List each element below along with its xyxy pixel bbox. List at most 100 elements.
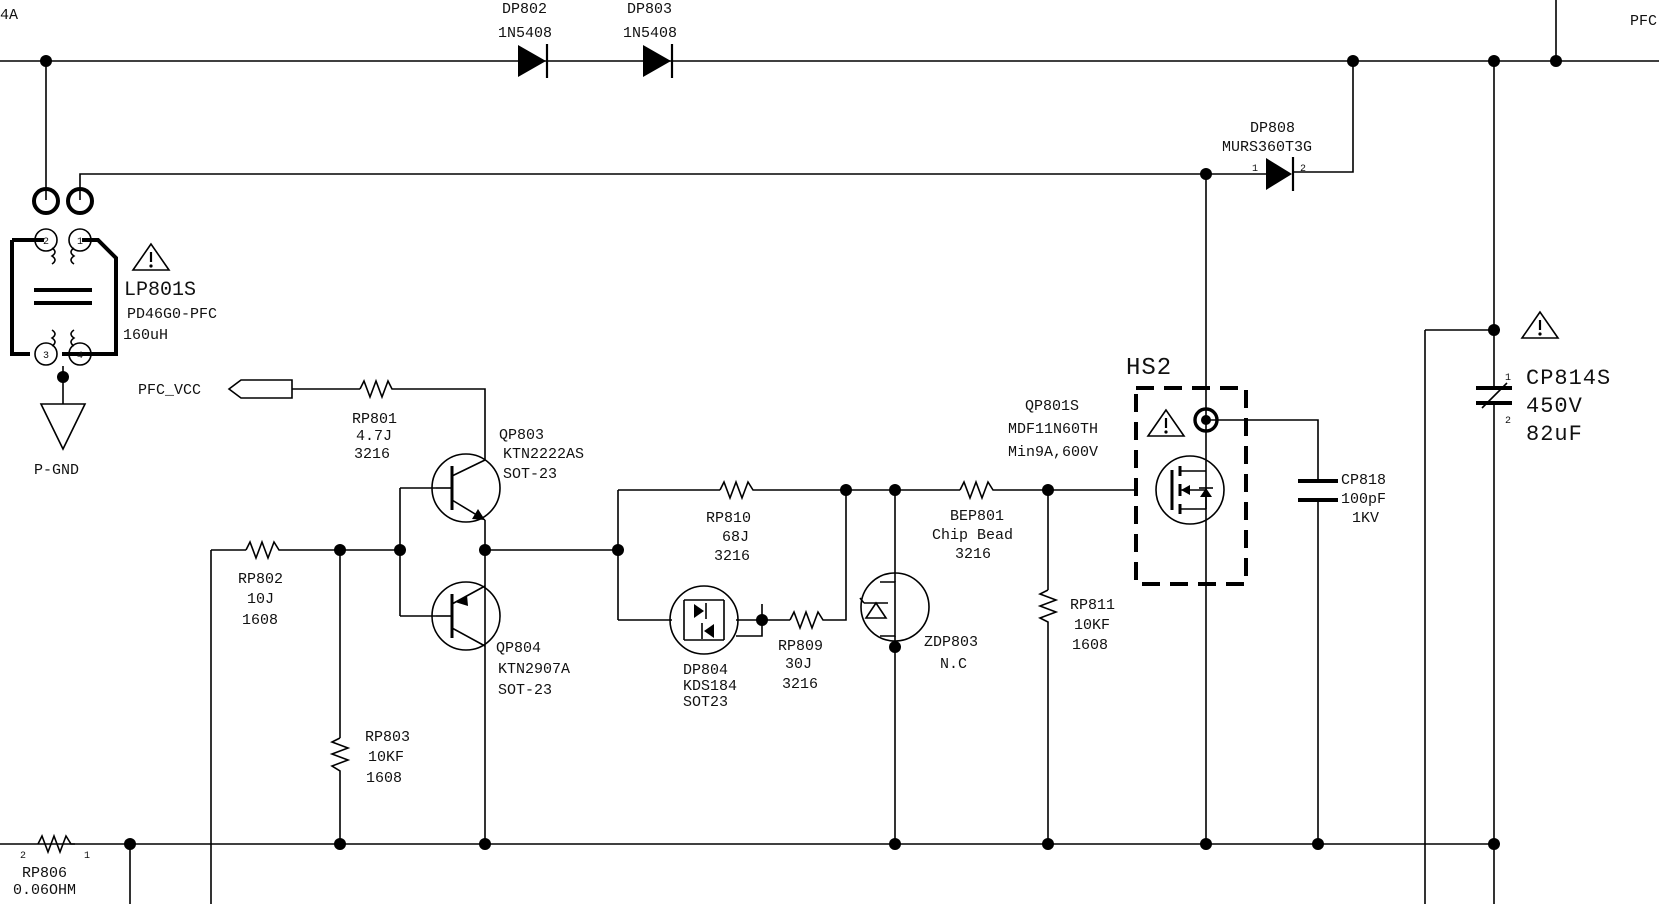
rp811-size: 1608: [1072, 637, 1108, 654]
dp804-diode-pair[interactable]: DP804 KDS184 SOT23: [669, 585, 739, 711]
dp808-pin1: 1: [1252, 164, 1258, 175]
dp808-part: MURS360T3G: [1222, 139, 1312, 156]
zdp803-zener[interactable]: ZDP803 N.C: [859, 572, 978, 673]
rp803-size: 1608: [366, 770, 402, 787]
resistor-icon: [789, 609, 827, 631]
rp803-value: 10KF: [368, 749, 404, 766]
rp803-ref: RP803: [365, 729, 410, 746]
rp802-ref: RP802: [238, 571, 283, 588]
rp809-size: 3216: [782, 676, 818, 693]
rp810-value: 68J: [722, 529, 749, 546]
junction-dots: [40, 55, 1562, 850]
lp801s-ref: LP801S: [124, 279, 196, 302]
rp801-ref: RP801: [352, 411, 397, 428]
cp814s-warning: [1520, 310, 1560, 339]
rp806-resistor[interactable]: 2 1 RP806 0.06OHM: [13, 833, 90, 899]
rp802-resistor[interactable]: RP802 10J 1608: [238, 539, 283, 629]
zdp803-ref: ZDP803: [924, 634, 978, 651]
qp804-part: KTN2907A: [498, 661, 570, 678]
qp803-part: KTN2222AS: [503, 446, 584, 463]
pfc-vcc-label: PFC_VCC: [138, 382, 201, 399]
rp806-pin2: 2: [20, 851, 26, 862]
dp804-ref: DP804: [683, 662, 728, 679]
bep801-size: 3216: [955, 546, 991, 563]
rp809-value: 30J: [785, 656, 812, 673]
ground-symbol-icon: [39, 403, 87, 451]
bep801-part: Chip Bead: [932, 527, 1013, 544]
capacitor-icon: [1298, 479, 1338, 502]
dp802-part: 1N5408: [498, 25, 552, 42]
cp814s-ref: CP814S: [1526, 366, 1611, 391]
lp801s-inductor[interactable]: 2 1 3 4 LP801S PD46G0-PFC 160uH: [10, 187, 217, 404]
dp808-ref: DP808: [1250, 120, 1295, 137]
warning-triangle-icon: [131, 242, 171, 271]
inductor-icon: [10, 238, 118, 356]
rp809-ref: RP809: [778, 638, 823, 655]
lp801s-pin4: 4: [77, 351, 83, 362]
qp803-transistor[interactable]: QP803 KTN2222AS SOT-23: [431, 427, 584, 523]
qp801s-rating: Min9A,600V: [1008, 444, 1098, 461]
bep801-ref: BEP801: [950, 508, 1004, 525]
rp806-value: 0.06OHM: [13, 882, 76, 899]
dp804-part: KDS184: [683, 678, 737, 695]
rp811-ref: RP811: [1070, 597, 1115, 614]
qp804-transistor[interactable]: QP804 KTN2907A SOT-23: [431, 581, 570, 699]
rp811-value: 10KF: [1074, 617, 1110, 634]
lp801s-pin1: 1: [77, 237, 83, 248]
rp810-resistor[interactable]: RP810 68J 3216: [706, 479, 757, 565]
rp810-size: 3216: [714, 548, 750, 565]
qp804-pkg: SOT-23: [498, 682, 552, 699]
cp818-value: 100pF: [1341, 491, 1386, 508]
resistor-icon: [329, 737, 351, 775]
cp814s-pin2: 2: [1505, 416, 1511, 427]
qp803-ref: QP803: [499, 427, 544, 444]
cp818-ref: CP818: [1341, 472, 1386, 489]
cp818-capacitor[interactable]: CP818 100pF 1KV: [1298, 472, 1386, 527]
cp814s-voltage: 450V: [1526, 394, 1583, 419]
edge-label-left: 4A: [0, 7, 18, 24]
diode-icon: [1266, 158, 1292, 190]
qp804-ref: QP804: [496, 640, 541, 657]
zener-diode-icon: [864, 601, 888, 619]
cp818-voltage: 1KV: [1352, 510, 1379, 527]
dp803-part: 1N5408: [623, 25, 677, 42]
resistor-icon: [719, 479, 757, 501]
cp814s-value: 82uF: [1526, 422, 1583, 447]
pfc-vcc-port[interactable]: PFC_VCC: [138, 379, 293, 399]
hs2-heatsink[interactable]: HS2: [1126, 355, 1248, 586]
qp801s-ref: QP801S: [1025, 398, 1079, 415]
npn-transistor-icon: [431, 453, 501, 523]
lp801s-pin3: 3: [43, 351, 49, 362]
lp801s-warning: [131, 242, 171, 271]
rp801-resistor[interactable]: RP801 4.7J 3216: [352, 378, 397, 463]
edge-label-right: PFC: [1630, 13, 1657, 30]
diode-icon: [643, 45, 671, 77]
rp802-size: 1608: [242, 612, 278, 629]
bep801-chip-bead[interactable]: BEP801 Chip Bead 3216: [932, 479, 1013, 563]
dp808-diode[interactable]: DP808 MURS360T3G 1 2: [1222, 120, 1312, 191]
rp803-resistor[interactable]: RP803 10KF 1608: [329, 729, 410, 787]
mosfet-icon: [1155, 455, 1225, 525]
rp802-value: 10J: [247, 591, 274, 608]
zdp803-value: N.C: [940, 656, 967, 673]
lp801s-pin2: 2: [43, 237, 49, 248]
rp811-resistor[interactable]: RP811 10KF 1608: [1037, 589, 1115, 654]
cp814s-capacitor[interactable]: 1 2 CP814S 450V 82uF: [1476, 366, 1611, 447]
lp801s-value: 160uH: [123, 327, 168, 344]
rp801-size: 3216: [354, 446, 390, 463]
qp801s-mosfet[interactable]: QP801S MDF11N60TH Min9A,600V: [1008, 398, 1225, 525]
resistor-icon: [959, 479, 997, 501]
diode-icon: [694, 604, 704, 618]
pnp-transistor-icon: [431, 581, 501, 651]
resistor-icon: [37, 833, 75, 855]
dp808-pin2: 2: [1300, 164, 1306, 175]
rp806-ref: RP806: [22, 865, 67, 882]
rp809-resistor[interactable]: RP809 30J 3216: [778, 609, 827, 693]
hs2-label: HS2: [1126, 355, 1172, 382]
qp803-pkg: SOT-23: [503, 466, 557, 483]
dp802-diode[interactable]: DP802 1N5408: [498, 1, 552, 78]
dp803-diode[interactable]: DP803 1N5408: [623, 1, 677, 78]
lp801s-part: PD46G0-PFC: [127, 306, 217, 323]
